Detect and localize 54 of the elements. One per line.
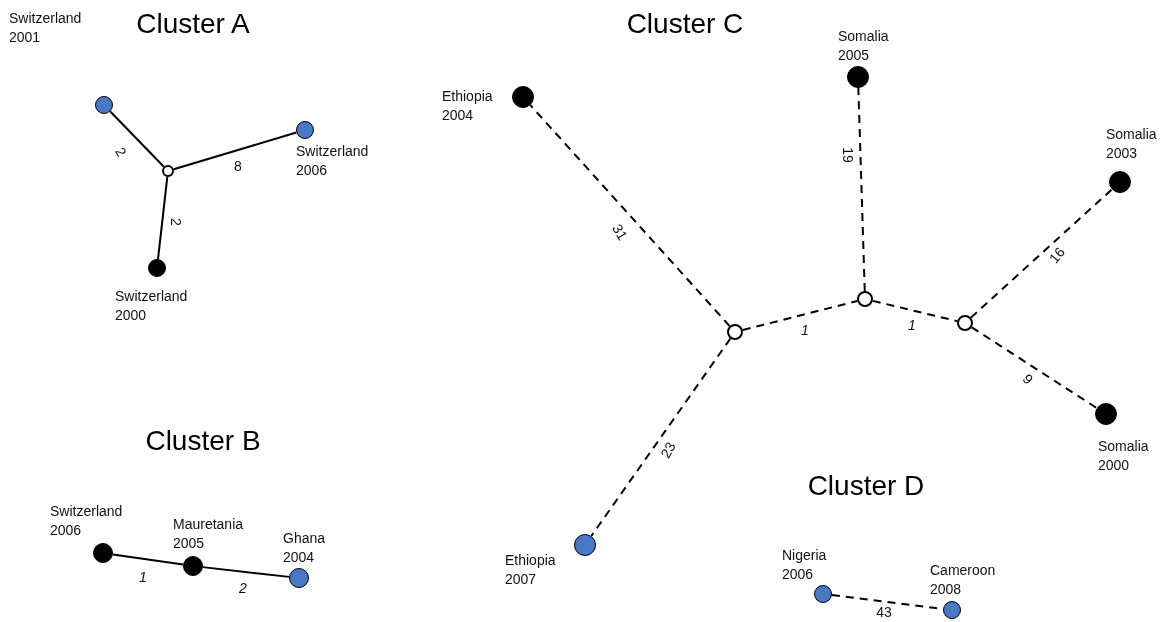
sample-label: Nigeria 2006	[782, 546, 827, 584]
edge-label: 43	[875, 604, 893, 620]
sample-circle	[574, 534, 596, 556]
connector-line	[970, 326, 1098, 410]
sample-circle	[814, 585, 832, 603]
sample-label: Ethiopia 2004	[442, 87, 493, 125]
connector-line	[172, 131, 298, 171]
cluster-heading: Cluster B	[145, 425, 261, 457]
sample-label: Switzerland 2001	[9, 9, 82, 47]
connector-line	[969, 188, 1113, 319]
cluster-heading: Cluster A	[136, 8, 250, 40]
sample-circle	[95, 96, 113, 114]
connector-line	[590, 337, 732, 537]
edge-label: 19	[840, 146, 856, 164]
sample-label: Ghana 2004	[283, 529, 326, 567]
cluster-heading: Cluster C	[626, 8, 744, 40]
sample-circle	[512, 86, 534, 108]
edge-label: 8	[233, 158, 243, 174]
sample-circle	[296, 121, 314, 139]
sample-circle	[148, 259, 166, 277]
edge-label: 1	[800, 322, 810, 338]
edge-label: 1	[138, 569, 148, 585]
sample-label: Somalia 2003	[1106, 125, 1157, 163]
connector-line	[109, 110, 165, 168]
hub-circle	[727, 324, 743, 340]
edge-label: 2	[168, 217, 184, 227]
sample-label: Cameroon 2008	[930, 561, 996, 599]
hub-circle	[162, 165, 174, 177]
sample-label: Switzerland 2006	[296, 142, 369, 180]
connector-line	[157, 175, 169, 261]
connector-line	[857, 87, 866, 292]
sample-circle	[1109, 171, 1131, 193]
sample-label: Somalia 2000	[1098, 437, 1149, 475]
sample-label: Mauretania 2005	[173, 515, 244, 553]
sample-circle	[183, 556, 203, 576]
hub-circle	[957, 315, 973, 331]
sample-label: Switzerland 2000	[115, 287, 188, 325]
connector-line	[529, 104, 731, 328]
hub-circle	[857, 291, 873, 307]
connector-line	[201, 566, 291, 578]
cluster-heading: Cluster D	[807, 470, 925, 502]
sample-label: Switzerland 2006	[50, 502, 123, 540]
sample-circle	[847, 66, 869, 88]
sample-circle	[943, 601, 961, 619]
sample-circle	[1095, 403, 1117, 425]
sample-label: Ethiopia 2007	[505, 551, 556, 589]
edge-label: 1	[907, 317, 917, 333]
connector-line	[741, 299, 859, 332]
connector-line	[111, 553, 185, 566]
sample-circle	[93, 543, 113, 563]
edge-label: 2	[238, 580, 248, 596]
sample-circle	[289, 568, 309, 588]
connector-line	[871, 299, 959, 323]
sample-label: Somalia 2005	[838, 27, 889, 65]
